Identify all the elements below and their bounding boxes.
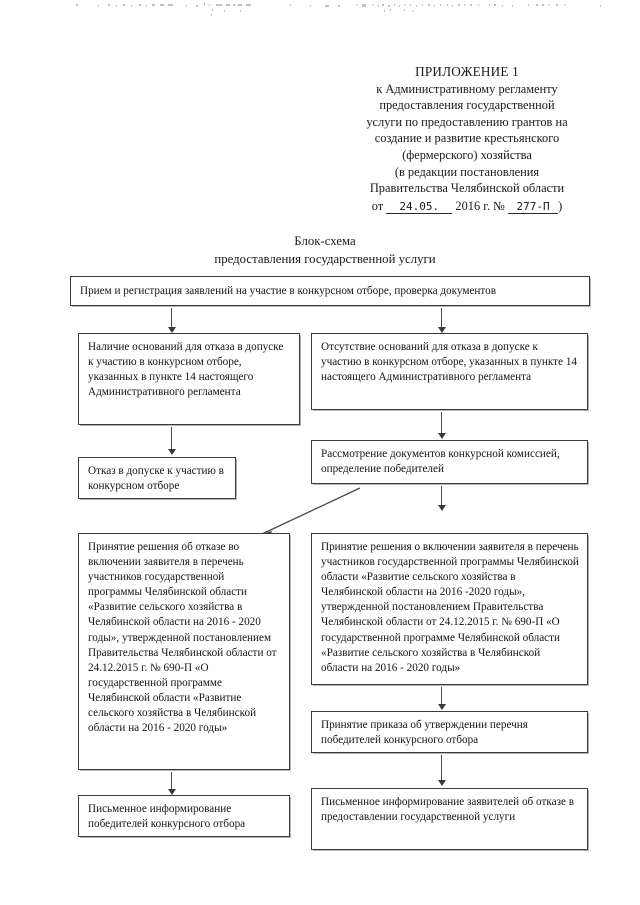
flow-node-refusal-admission-text: Отказ в допуске к участию в конкурсном о… xyxy=(88,465,224,493)
flow-node-grounds-absent-text: Отсутствие оснований для отказа в допуск… xyxy=(321,341,578,384)
connector-stem xyxy=(441,687,443,709)
connector-stem xyxy=(171,308,173,332)
connector-decision-include-to-order xyxy=(437,687,446,710)
date-year-label: 2016 г. № xyxy=(455,198,505,213)
connector-stem xyxy=(441,755,443,785)
connector-intake-to-grounds-present xyxy=(167,308,176,333)
document-number: 277-П xyxy=(508,200,559,214)
appendix-title: ПРИЛОЖЕНИЕ 1 xyxy=(415,64,519,79)
connector-stem xyxy=(441,308,443,332)
page-title: Блок-схема предоставления государственно… xyxy=(60,232,590,268)
flow-node-grounds-present-text: Наличие оснований для отказа в допуске к… xyxy=(88,341,284,399)
flow-node-decision-include-text: Принятие решения о включении заявителя в… xyxy=(321,541,579,674)
page-title-line-1: Блок-схема xyxy=(294,234,356,248)
flow-node-decision-include: Принятие решения о включении заявителя в… xyxy=(311,533,588,685)
arrow-head-icon xyxy=(437,433,446,439)
header-line-1: к Административному регламенту xyxy=(376,81,558,96)
flow-node-order-approval-text: Принятие приказа об утверждении перечня … xyxy=(321,719,528,747)
appendix-header: ПРИЛОЖЕНИЕ 1 к Административному регламе… xyxy=(338,64,596,214)
connector-stem xyxy=(171,772,173,794)
header-line-2: предоставления государственной xyxy=(379,98,555,113)
flow-node-commission-review: Рассмотрение документов конкурсной комис… xyxy=(311,440,588,484)
connector-stem xyxy=(441,486,443,510)
header-line-3: услуги по предоставлению грантов на xyxy=(366,114,568,129)
connector-commission-to-decision-include xyxy=(437,486,446,511)
arrow-head-icon xyxy=(437,327,446,333)
flow-node-notify-refusal: Письменное информирование заявителей об … xyxy=(311,788,588,850)
flow-node-commission-review-text: Рассмотрение документов конкурсной комис… xyxy=(321,448,560,476)
page-title-line-2: предоставления государственной услуги xyxy=(214,252,436,266)
header-line-4: создание и развитие крестьянского xyxy=(374,131,560,146)
arrow-head-icon xyxy=(167,449,176,455)
arrow-head-icon xyxy=(437,704,446,710)
flow-node-order-approval: Принятие приказа об утверждении перечня … xyxy=(311,711,588,753)
header-line-7: Правительства Челябинской области xyxy=(369,181,565,196)
flow-node-intake-text: Прием и регистрация заявлений на участие… xyxy=(80,284,497,297)
flow-node-grounds-absent: Отсутствие оснований для отказа в допуск… xyxy=(311,333,588,410)
header-line-5: (фермерского) хозяйства xyxy=(402,147,532,162)
connector-grounds-present-to-refusal xyxy=(167,427,176,455)
flow-node-refusal-admission: Отказ в допуске к участию в конкурсном о… xyxy=(78,457,236,499)
date-prefix-label: от xyxy=(371,198,384,213)
flow-node-grounds-present: Наличие оснований для отказа в допуске к… xyxy=(78,333,300,425)
arrow-head-icon xyxy=(167,327,176,333)
flow-node-decision-refuse-inclusion-text: Принятие решения об отказе во включении … xyxy=(88,541,277,735)
flow-node-notify-winners-text: Письменное информирование победителей ко… xyxy=(88,803,246,831)
arrow-head-icon xyxy=(167,789,176,795)
flow-node-decision-refuse-inclusion: Принятие решения об отказе во включении … xyxy=(78,533,290,770)
connector-refuse-inclusion-to-notify-winners xyxy=(167,772,176,795)
date-suffix: ) xyxy=(558,198,563,213)
scan-noise-artifact xyxy=(76,3,601,16)
date-value: 24.05. xyxy=(386,200,453,214)
arrow-head-icon xyxy=(437,505,446,511)
header-line-6: (в редакции постановления xyxy=(394,164,540,179)
connector-intake-to-grounds-absent xyxy=(437,308,446,333)
flow-node-intake: Прием и регистрация заявлений на участие… xyxy=(70,276,590,306)
connector-stem xyxy=(171,427,173,454)
flow-node-notify-refusal-text: Письменное информирование заявителей об … xyxy=(321,796,575,824)
connector-order-to-notify-refusal xyxy=(437,755,446,786)
arrow-head-icon xyxy=(437,780,446,786)
connector-stem xyxy=(441,412,443,438)
document-date-row: от 24.05. 2016 г. № 277-П) xyxy=(338,198,596,215)
flow-node-notify-winners: Письменное информирование победителей ко… xyxy=(78,795,290,837)
connector-grounds-absent-to-commission xyxy=(437,412,446,439)
